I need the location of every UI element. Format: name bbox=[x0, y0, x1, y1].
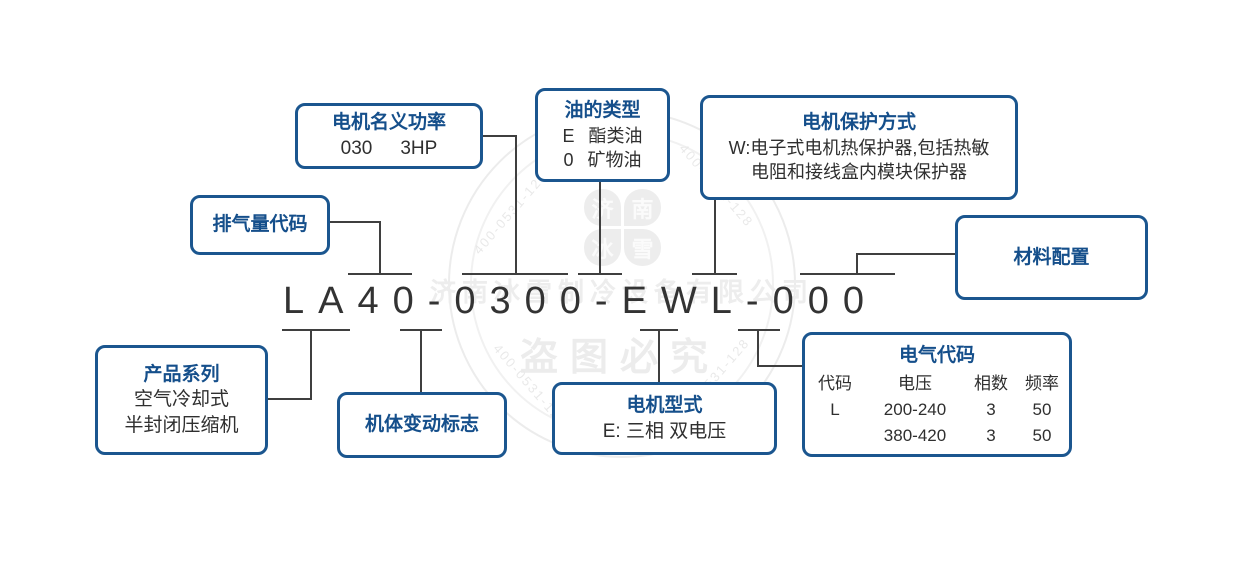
series-line: 半封闭压缩机 bbox=[124, 414, 239, 436]
box-title: 机体变动标志 bbox=[364, 414, 479, 436]
watermark-anti-piracy-text: 盗图必究 bbox=[519, 337, 720, 379]
protection-line: W:电子式电机热保护器,包括热敏 bbox=[728, 138, 990, 159]
connector-line bbox=[757, 329, 759, 367]
box-title: 产品系列 bbox=[143, 363, 220, 385]
table-cell bbox=[806, 423, 864, 449]
connector-line bbox=[856, 253, 955, 255]
motor-type-value: E: 三相 双电压 bbox=[602, 420, 727, 442]
box-displacement: 排气量代码 bbox=[190, 195, 330, 255]
connector-line bbox=[757, 365, 802, 367]
box-motor-power: 电机名义功率 030 3HP bbox=[295, 103, 483, 169]
oil-code: E bbox=[562, 125, 575, 146]
connector-line bbox=[658, 329, 660, 382]
connector-line bbox=[483, 135, 517, 137]
table-header: 代码 bbox=[818, 373, 852, 393]
box-title: 电机名义功率 bbox=[331, 112, 446, 134]
connector-line bbox=[379, 221, 381, 275]
protection-line: 电阻和接线盒内模块保护器 bbox=[751, 162, 967, 183]
box-material: 材料配置 bbox=[955, 215, 1148, 300]
power-code: 030 bbox=[340, 138, 373, 159]
table-cell: 380-420 bbox=[883, 426, 947, 446]
connector-line bbox=[282, 329, 350, 331]
table-header: 频率 bbox=[1025, 373, 1059, 393]
connector-line bbox=[856, 253, 858, 275]
model-code: LA40-0300-EWL-000 bbox=[283, 280, 878, 322]
watermark-stamp-char: 济 bbox=[584, 189, 621, 226]
connector-line bbox=[310, 329, 312, 400]
table-cell: 50 bbox=[1032, 400, 1052, 420]
series-line: 空气冷却式 bbox=[133, 389, 229, 411]
connector-line bbox=[738, 329, 780, 331]
watermark-company-name: 济南冰雪制冷设备有限公司 bbox=[430, 277, 815, 307]
connector-line bbox=[420, 329, 422, 392]
box-electrical-code: 电气代码 代码 电压 相数 频率 L 200-240 3 50 380-420 … bbox=[802, 332, 1072, 457]
table-header: 电压 bbox=[898, 373, 932, 393]
box-oil-type: 油的类型 E 酯类油 0 矿物油 bbox=[535, 88, 670, 182]
table-cell: L bbox=[830, 400, 840, 420]
oil-label: 矿物油 bbox=[587, 149, 642, 170]
connector-line bbox=[348, 273, 412, 275]
oil-type-row: 0 矿物油 bbox=[563, 148, 641, 172]
connector-line bbox=[599, 182, 601, 275]
table-header: 相数 bbox=[974, 373, 1008, 393]
watermark-stamp-char: 冰 bbox=[584, 229, 621, 266]
box-title: 电机型式 bbox=[626, 394, 703, 416]
connector-line bbox=[578, 273, 622, 275]
box-product-series: 产品系列 空气冷却式 半封闭压缩机 bbox=[95, 345, 268, 455]
watermark-stamp-char: 南 bbox=[624, 189, 661, 226]
connector-line bbox=[800, 273, 895, 275]
box-motor-type: 电机型式 E: 三相 双电压 bbox=[552, 382, 777, 455]
oil-type-row: E 酯类油 bbox=[562, 124, 642, 148]
connector-line bbox=[692, 273, 737, 275]
table-cell: 3 bbox=[986, 400, 996, 420]
table-cell: 3 bbox=[986, 426, 996, 446]
box-motor-protection: 电机保护方式 W:电子式电机热保护器,包括热敏 电阻和接线盒内模块保护器 bbox=[700, 95, 1018, 200]
box-title: 油的类型 bbox=[564, 99, 641, 121]
table-cell: 50 bbox=[1032, 426, 1052, 446]
connector-line bbox=[462, 273, 568, 275]
connector-line bbox=[268, 398, 312, 400]
table-cell: 200-240 bbox=[883, 400, 947, 420]
box-title: 电气代码 bbox=[898, 345, 975, 367]
electrical-table: 代码 电压 相数 频率 L 200-240 3 50 380-420 3 50 bbox=[806, 371, 1068, 450]
box-title: 材料配置 bbox=[1013, 246, 1090, 268]
box-title: 排气量代码 bbox=[212, 214, 308, 236]
oil-code: 0 bbox=[563, 149, 574, 170]
power-hp: 3HP bbox=[400, 138, 438, 159]
watermark-stamp-char: 雪 bbox=[624, 229, 661, 266]
connector-line bbox=[330, 221, 381, 223]
connector-line bbox=[714, 200, 716, 275]
connector-line bbox=[515, 135, 517, 275]
box-title: 电机保护方式 bbox=[801, 112, 916, 134]
oil-label: 酯类油 bbox=[588, 125, 643, 146]
box-body-change: 机体变动标志 bbox=[337, 392, 507, 458]
